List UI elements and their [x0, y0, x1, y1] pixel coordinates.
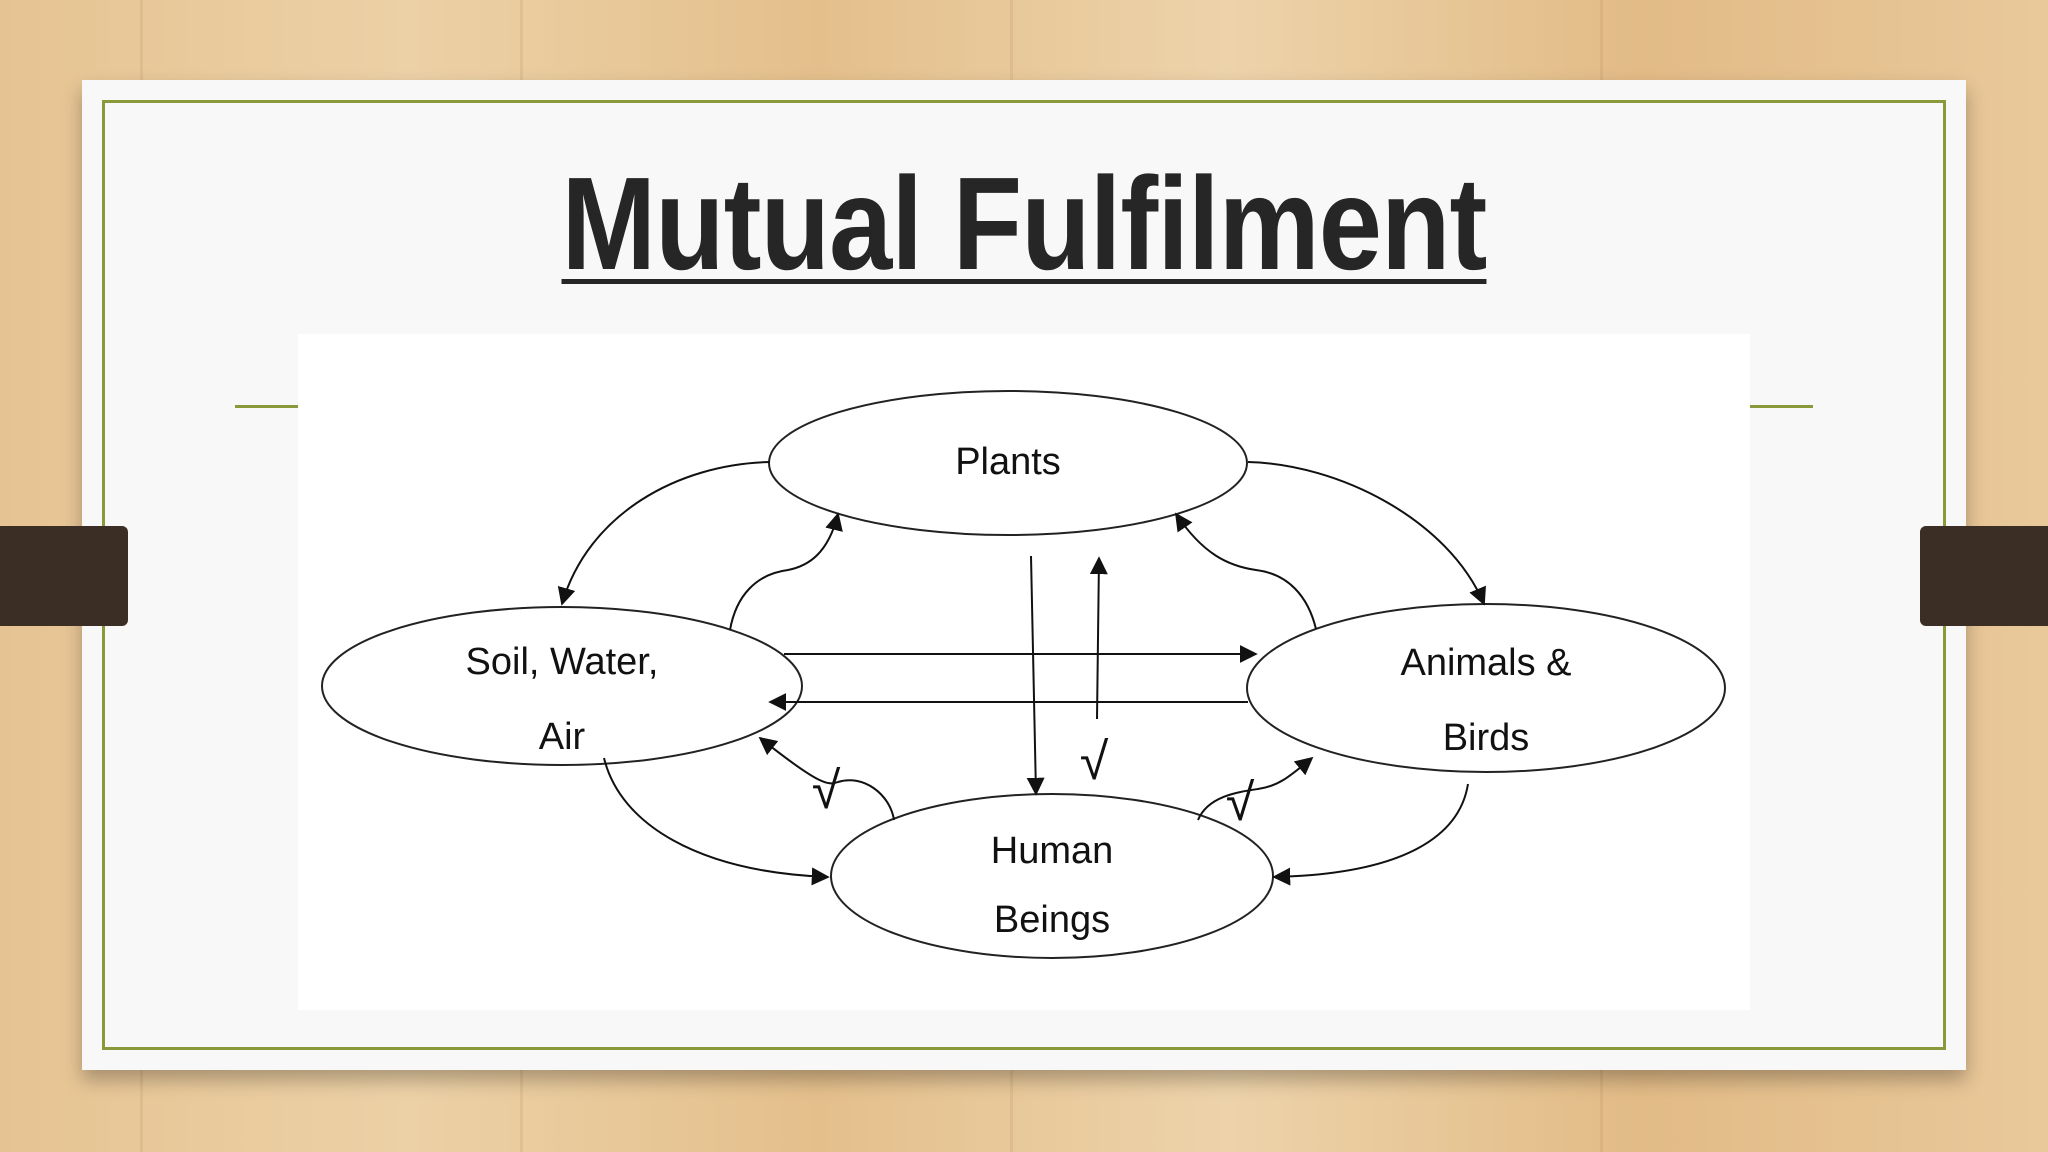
node-animals-birds [1246, 603, 1726, 773]
arrow-soil-to-plants [729, 512, 843, 631]
diagram-canvas: Plants Soil, Water, Air Animals & Birds … [321, 390, 1726, 959]
arrow-animals-to-humans [1272, 783, 1469, 886]
arrow-soil-to-humans [603, 757, 830, 886]
node-humans-label-line2: Beings [994, 899, 1110, 941]
arrow-humans-to-animals [1197, 756, 1314, 821]
title-rule-left [235, 405, 305, 408]
check-mark-soil-humans: √ [812, 762, 841, 820]
node-animals-label-line2: Birds [1443, 717, 1530, 759]
arrow-plants-to-humans [1026, 555, 1045, 796]
binder-clip-left [0, 526, 128, 626]
node-soil-label-line2: Air [539, 716, 586, 758]
title-rule-right [1748, 405, 1813, 408]
binder-clip-right [1920, 526, 2048, 626]
node-soil-water-air [321, 606, 803, 766]
mutual-fulfilment-diagram: Plants Soil, Water, Air Animals & Birds … [298, 334, 1750, 1010]
arrow-plants-to-soil [557, 461, 771, 606]
node-animals-label-line1: Animals & [1400, 642, 1571, 684]
arrow-animals-to-plants [1174, 512, 1317, 630]
arrow-humans-to-soil [758, 736, 895, 821]
check-mark-animals-humans: √ [1226, 774, 1255, 832]
node-humans-label-line1: Human [991, 830, 1114, 872]
slide-title: Mutual Fulfilment [561, 150, 1488, 297]
check-mark-plants-humans: √ [1080, 733, 1109, 791]
node-plants-label: Plants [955, 441, 1061, 483]
arrow-humans-to-plants [1089, 556, 1108, 720]
arrow-plants-to-animals [1247, 461, 1486, 606]
node-soil-label-line1: Soil, Water, [466, 641, 659, 683]
